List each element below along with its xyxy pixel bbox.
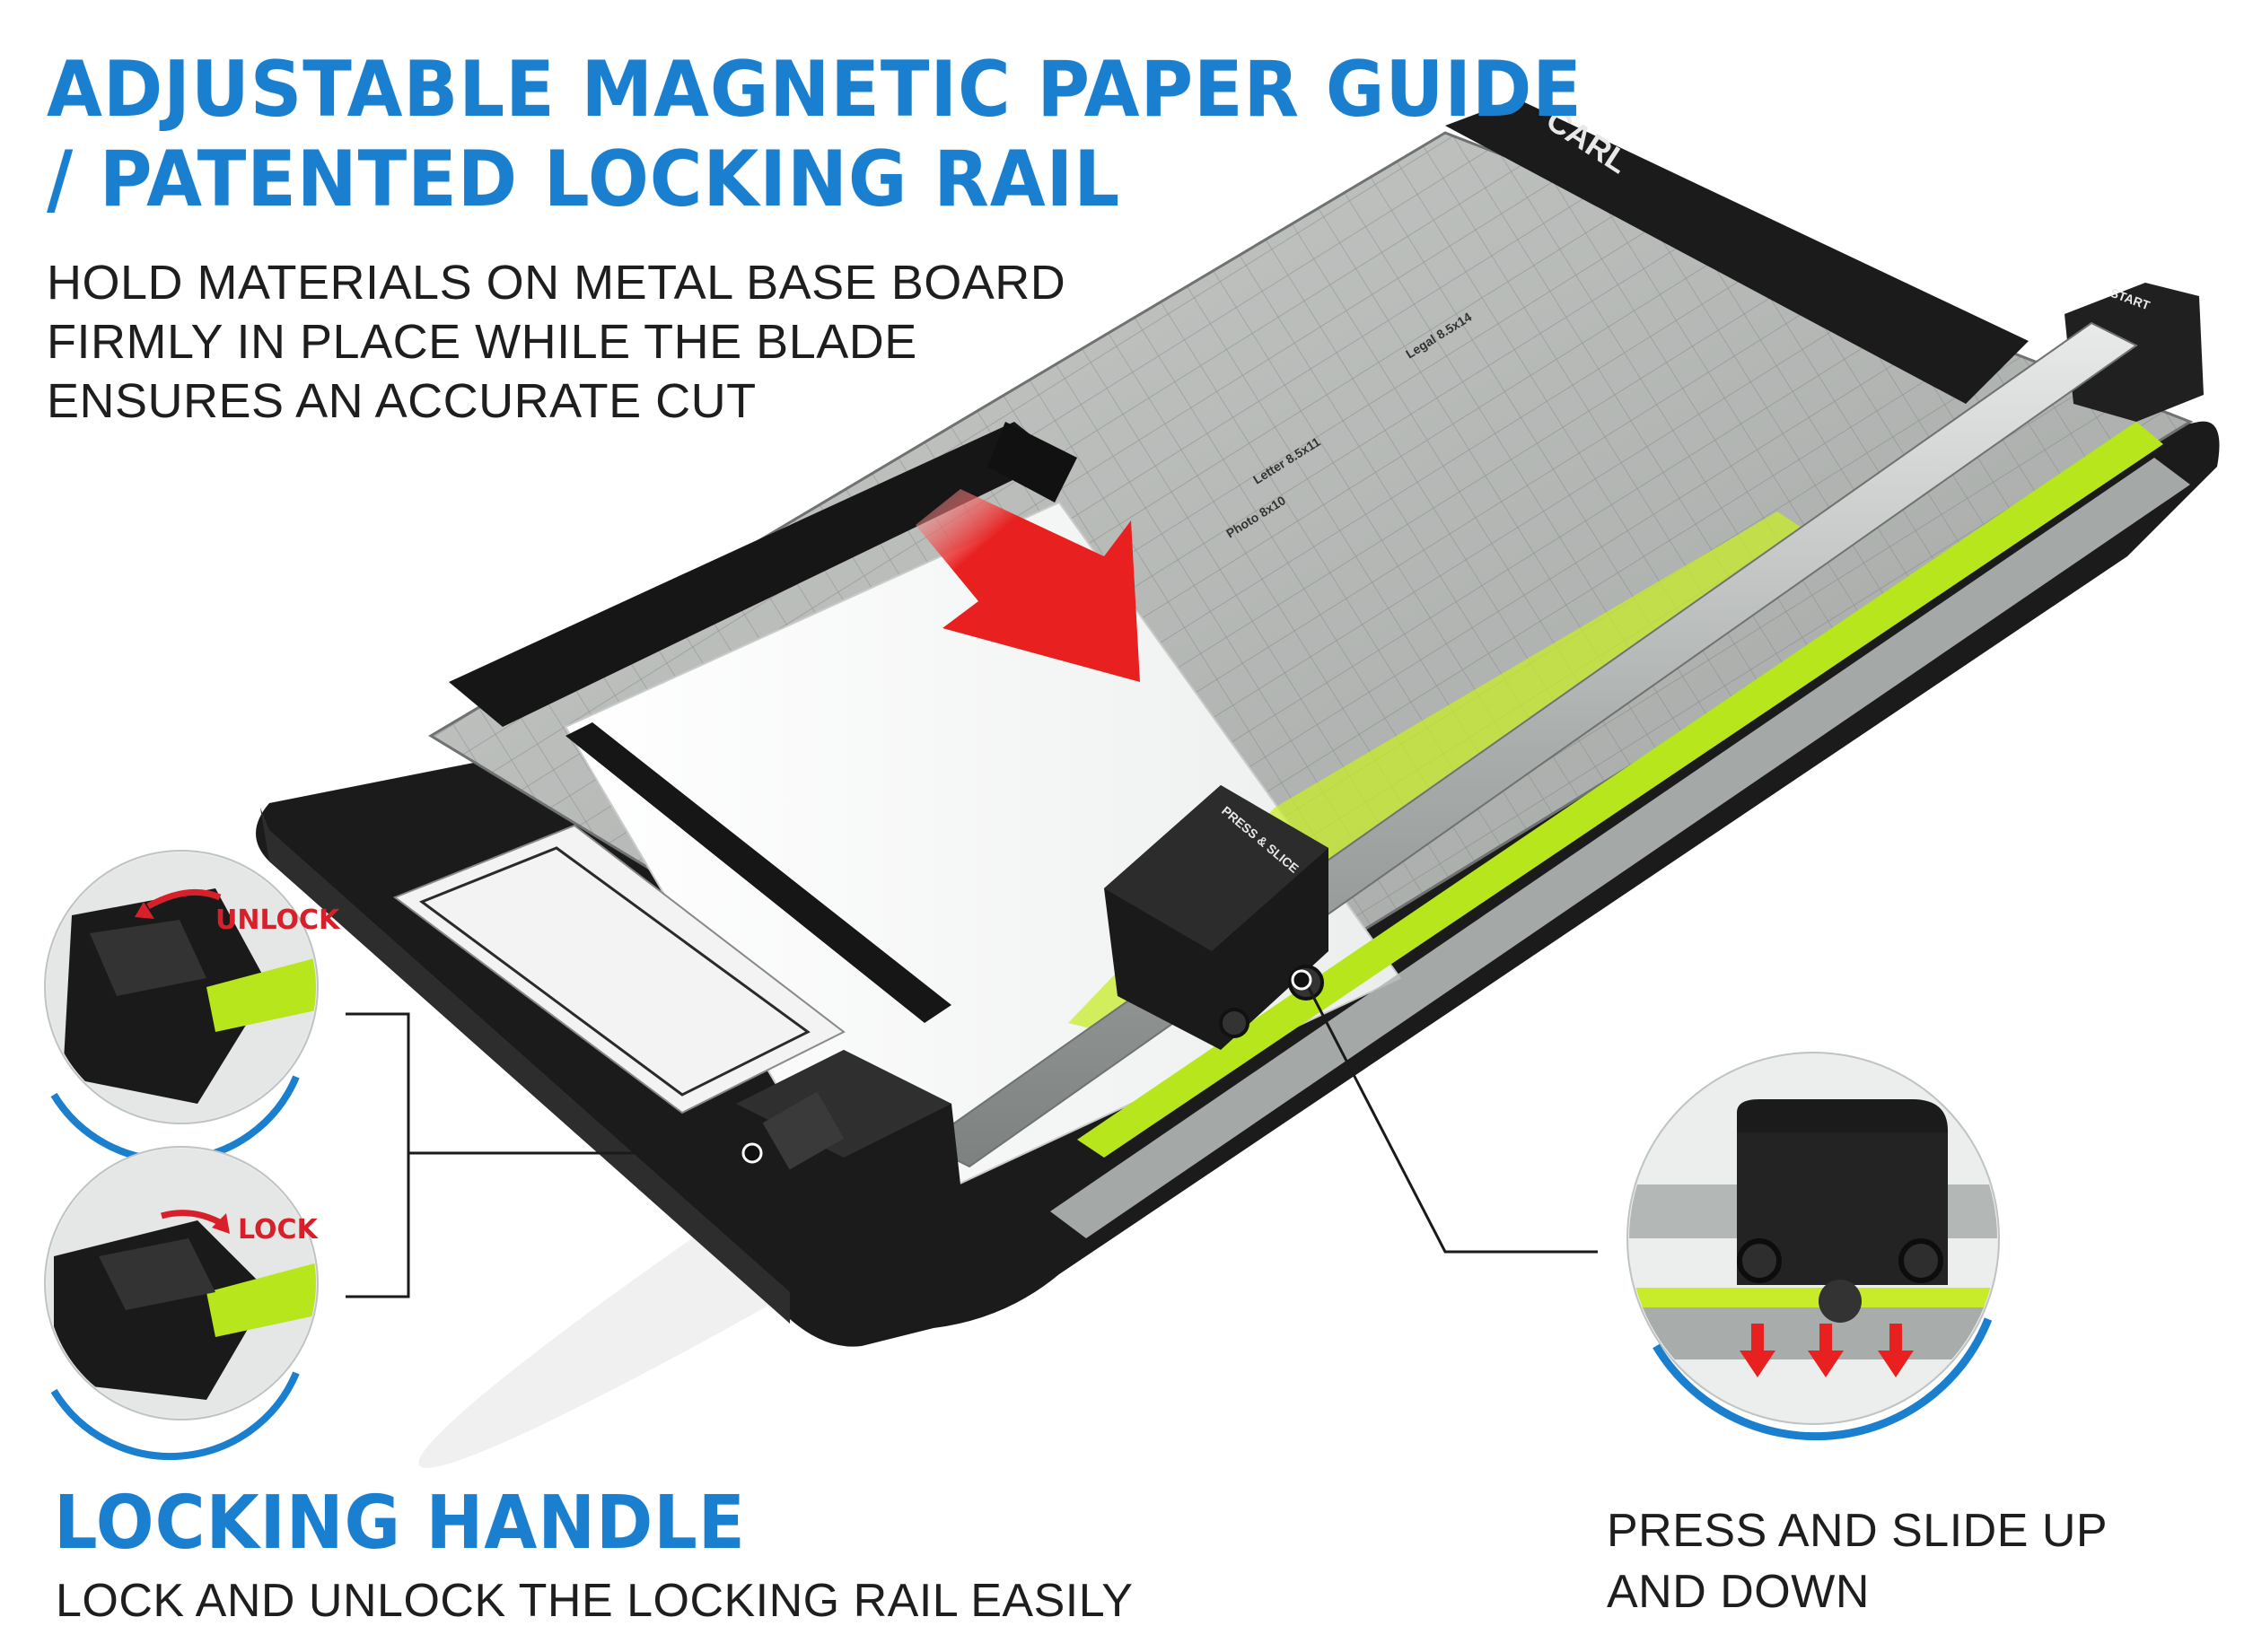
headline-top: ADJUSTABLE MAGNETIC PAPER GUIDE / PATENT…	[47, 45, 1582, 224]
top-guide-bar	[1445, 99, 2029, 404]
lock-detail-circle: LOCK	[44, 1146, 320, 1461]
start-block	[2065, 283, 2204, 422]
instruction-panel	[392, 824, 846, 1114]
description-top-line1: HOLD MATERIALS ON METAL BASE BOARD	[47, 256, 1066, 310]
description-bottom: LOCK AND UNLOCK THE LOCKING RAIL EASILY	[56, 1575, 1134, 1627]
headline-bottom: LOCKING HANDLE	[54, 1481, 746, 1566]
description-right-line2: AND DOWN	[1607, 1566, 1870, 1618]
headline-top-line1: ADJUSTABLE MAGNETIC PAPER GUIDE	[47, 45, 1582, 135]
locking-handle	[736, 1050, 960, 1256]
description-top-line2: FIRMLY IN PLACE WHILE THE BLADE	[47, 315, 917, 369]
unlock-label: UNLOCK	[215, 905, 341, 936]
lock-label: LOCK	[238, 1214, 320, 1246]
unlock-detail-circle: UNLOCK	[44, 850, 341, 1165]
callout-connectors	[346, 982, 1598, 1298]
description-top-line3: ENSURES AN ACCURATE CUT	[47, 374, 757, 428]
headline-top-line2: / PATENTED LOCKING RAIL	[47, 135, 1121, 224]
magnetic-paper-guide	[449, 422, 1059, 727]
direction-arrow	[916, 489, 1140, 682]
description-right: PRESS AND SLIDE UP AND DOWN	[1607, 1500, 2108, 1622]
description-top: HOLD MATERIALS ON METAL BASE BOARD FIRML…	[47, 253, 1065, 431]
cutting-head: PRESS & SLICE	[1104, 785, 1328, 1050]
description-right-line1: PRESS AND SLIDE UP	[1607, 1505, 2108, 1557]
press-slide-detail-circle	[1626, 1052, 2000, 1441]
